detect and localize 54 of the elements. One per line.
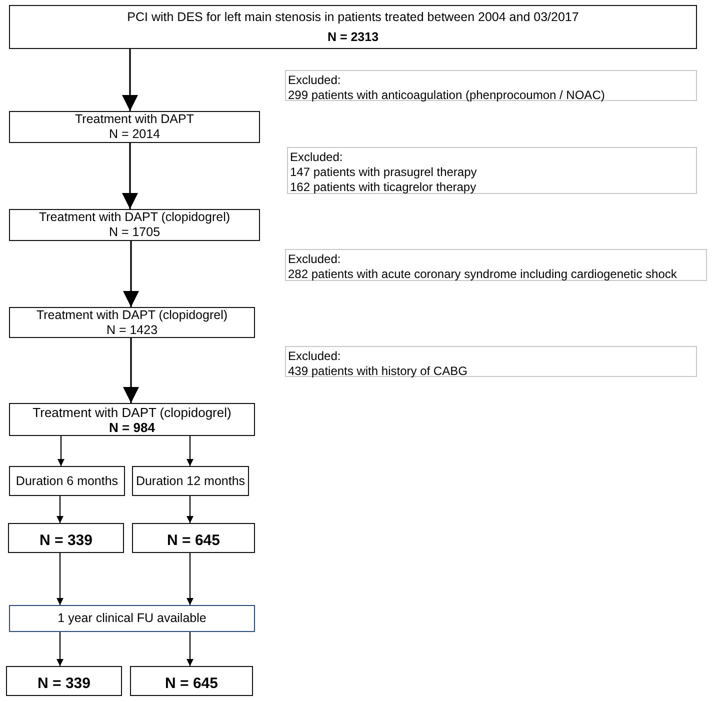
arrow: [122, 143, 138, 209]
box-text: Duration 12 months: [136, 474, 246, 488]
result-box: [132, 523, 255, 553]
box-text: PCI with DES for left main stenosis in patients treated between 2004 and 03/2017: [127, 10, 579, 24]
exclusion-heading: Excluded:: [288, 349, 341, 364]
box-text: 439 patients with history of CABG: [288, 364, 468, 379]
box-text: 299 patients with anticoagulation (phenprocoumon / NOAC): [288, 88, 605, 103]
arrow: [123, 338, 139, 403]
box-text: 282 patients with acute coronary syndrome including cardiogenetic shock: [288, 267, 677, 282]
process-box: [9, 209, 260, 241]
box-text: N = 2014: [108, 127, 160, 142]
box-text: N = 1423: [106, 322, 158, 338]
box-text: N = 339: [40, 533, 92, 548]
arrow: [122, 49, 138, 111]
box-text: Duration 6 months: [16, 474, 118, 488]
box-text: Treatment with DAPT: [74, 112, 194, 127]
arrow: [56, 632, 64, 666]
arrow: [123, 241, 139, 307]
arrow: [186, 553, 194, 605]
arrow: [58, 436, 64, 466]
study-population-box: [9, 5, 697, 49]
process-box: [9, 111, 260, 143]
box-text: N = 2313: [327, 30, 379, 44]
box-text: N = 984: [109, 420, 155, 434]
result-box: [130, 666, 253, 696]
arrow: [56, 553, 64, 605]
box-text: Treatment with DAPT (clopidogrel): [36, 308, 228, 322]
exclusion-heading: Excluded:: [290, 150, 343, 165]
process-box: [132, 466, 249, 496]
exclusion-heading: Excluded:: [288, 252, 341, 267]
process-box: [9, 605, 255, 632]
box-text: N = 645: [165, 676, 218, 691]
box-text: N = 339: [38, 676, 90, 691]
exclusion-box: [285, 346, 697, 377]
result-box: [8, 523, 124, 553]
exclusion-box: [285, 70, 697, 101]
exclusion-heading: Excluded:: [288, 73, 341, 88]
result-box: [6, 666, 122, 696]
box-text: 162 patients with ticagrelor therapy: [290, 180, 476, 195]
process-box: [9, 466, 125, 496]
arrow: [186, 436, 194, 466]
process-box: [9, 403, 255, 436]
arrow: [56, 496, 64, 523]
exclusion-box: [285, 249, 707, 281]
process-box: [9, 307, 255, 338]
arrow: [186, 632, 194, 666]
box-text: N = 645: [167, 533, 220, 548]
box-text: Treatment with DAPT (clopidogrel): [32, 404, 232, 420]
box-text: N = 1705: [108, 225, 160, 240]
box-text: 147 patients with prasugrel therapy: [290, 165, 477, 180]
box-text: Treatment with DAPT (clopidogrel): [38, 210, 230, 225]
arrow: [186, 496, 194, 523]
box-text: 1 year clinical FU available: [58, 611, 206, 626]
exclusion-box: [287, 147, 697, 194]
